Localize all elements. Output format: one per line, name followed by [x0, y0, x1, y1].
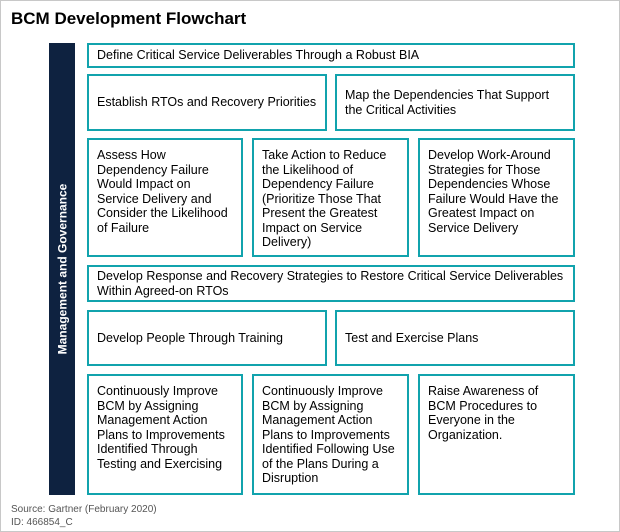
- box-work-around: Develop Work-Around Strategies for Those…: [418, 138, 575, 257]
- source-note: Source: Gartner (February 2020): [11, 504, 157, 515]
- box-test-exercise: Test and Exercise Plans: [335, 310, 575, 366]
- side-label: Management and Governance: [55, 183, 69, 355]
- box-define-deliverables: Define Critical Service Deliverables Thr…: [87, 43, 575, 68]
- page-title: BCM Development Flowchart: [11, 9, 247, 28]
- box-map-dependencies: Map the Dependencies That Support the Cr…: [335, 74, 575, 131]
- box-response-recovery: Develop Response and Recovery Strategies…: [87, 265, 575, 302]
- box-take-action: Take Action to Reduce the Likelihood of …: [252, 138, 409, 257]
- box-raise-awareness: Raise Awareness of BCM Procedures to Eve…: [418, 374, 575, 495]
- box-assess-failure: Assess How Dependency Failure Would Impa…: [87, 138, 243, 257]
- box-establish-rtos: Establish RTOs and Recovery Priorities: [87, 74, 327, 131]
- management-governance-bar: Management and Governance: [49, 43, 75, 495]
- document-id: ID: 466854_C: [11, 517, 73, 528]
- box-develop-people: Develop People Through Training: [87, 310, 327, 366]
- box-improve-disruption: Continuously Improve BCM by Assigning Ma…: [252, 374, 409, 495]
- box-improve-testing: Continuously Improve BCM by Assigning Ma…: [87, 374, 243, 495]
